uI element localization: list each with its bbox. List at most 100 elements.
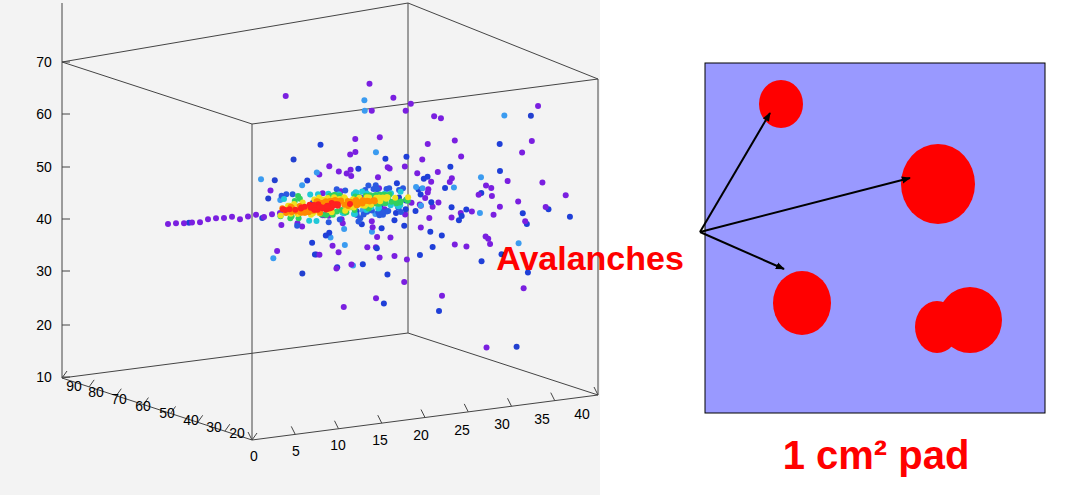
axis-tick-label: 70 [36,55,52,69]
hit-dot [535,103,541,109]
hit-dot [258,176,264,182]
hit-dot [435,199,441,205]
hit-dot [398,189,404,195]
hit-dot [313,218,319,224]
hit-dot [414,170,420,176]
hit-dot [447,164,453,170]
hit-dot [478,174,484,180]
hit-dot [173,220,179,226]
hit-dot [452,138,458,144]
hit-dot [431,113,437,119]
hit-dot [272,177,278,183]
hit-dot [421,176,427,182]
hit-dot [304,177,310,183]
hit-dot [417,252,423,258]
hit-dot [347,152,353,158]
tick [378,415,382,423]
tick [62,371,67,378]
hit-dot [487,241,493,247]
hit-dot [449,175,455,181]
hit-dot [287,206,293,212]
tick [62,325,70,326]
hit-dot [229,214,235,220]
hit-dot [278,213,284,219]
hit-dot [280,206,286,212]
hit-dot [278,222,284,228]
hit-dot [221,215,227,221]
hit-dot [319,204,325,210]
hit-dot [463,207,469,213]
pad [705,63,1045,413]
hit-dot [383,196,389,202]
tick [62,219,70,220]
hit-dot [362,108,368,114]
tick [62,62,70,63]
tick [225,424,230,431]
hit-dot [413,208,419,214]
hit-dot [274,248,280,254]
hit-dot [442,185,448,191]
hit-dot [347,201,353,207]
hit-dot [377,254,383,260]
hit-dot [181,220,187,226]
axis-tick-label: 50 [36,160,52,174]
hit-dot [369,218,375,224]
hit-dot [483,182,489,188]
hit-dot [337,217,343,223]
hit-dot [381,300,387,306]
axis-tick-label: 20 [36,318,52,332]
hit-dot [489,193,495,199]
hit-dot [352,136,358,142]
hit-dot [422,195,428,201]
hit-dot [435,169,441,175]
hit-dot [497,141,503,147]
hit-dot [379,225,385,231]
hit-dot [364,244,370,250]
hit-dot [331,202,337,208]
hit-points [165,81,573,351]
hit-dot [373,295,379,301]
hit-dot [543,204,549,210]
hit-dot [377,134,383,140]
hit-dot [326,219,332,225]
hit-dot [269,211,275,217]
axis-tick-label: 0 [250,449,258,463]
axis-tick-label: 30 [36,264,52,278]
hit-dot [439,293,445,299]
hit-dot [341,304,347,310]
hit-dot [505,178,511,184]
axis-tick-label: 40 [574,407,590,421]
hit-dot [373,149,379,155]
hit-dot [261,214,267,220]
hit-dot [449,215,455,221]
hit-dot [459,213,465,219]
hit-dot [291,157,297,163]
hit-dot [392,195,398,201]
hit-dot [428,179,434,185]
tick [551,393,555,401]
hit-dot [281,196,287,202]
hit-dot [391,217,397,223]
hit-dot [333,266,339,272]
hit-dot [374,186,380,192]
hit-dot [213,215,219,221]
hit-dot [419,185,425,191]
hit-dot [342,242,348,248]
hit-dot [290,191,296,197]
hit-dot [403,154,409,160]
hit-dot [384,272,390,278]
axis-tick-label: 20 [229,426,245,440]
hit-dot [299,182,305,188]
axis-tick-label: 20 [413,428,429,442]
axis-tick-label: 30 [494,417,510,431]
hit-dot [528,113,534,119]
hit-dot [497,204,503,210]
hit-dot [479,258,485,264]
hit-dot [374,245,380,251]
axis-tick-label: 70 [111,392,127,406]
hit-dot [330,243,336,249]
axis-tick-label: 60 [135,399,151,413]
hit-dot [277,213,283,219]
axis-tick-label: 30 [206,420,222,434]
